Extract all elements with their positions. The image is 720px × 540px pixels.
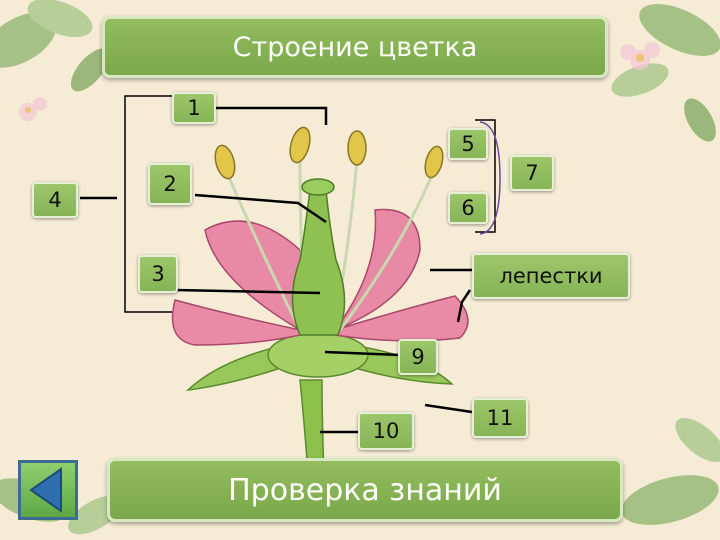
label-3: 3 xyxy=(138,255,178,293)
leader-lines xyxy=(80,106,482,434)
label-9: 9 xyxy=(398,339,438,375)
label-10: 10 xyxy=(358,412,414,450)
flower-illustration xyxy=(171,126,469,501)
back-button[interactable] xyxy=(18,460,78,520)
label-7: 7 xyxy=(510,155,554,191)
label-petals: лепестки xyxy=(472,253,630,299)
label-2: 2 xyxy=(148,163,192,205)
page-title: Строение цветка xyxy=(102,16,608,78)
label-1: 1 xyxy=(172,92,216,124)
check-knowledge-button[interactable]: Проверка знаний xyxy=(107,458,623,522)
label-6: 6 xyxy=(448,192,488,224)
triangle-left-icon xyxy=(29,467,62,513)
label-4: 4 xyxy=(32,182,78,218)
label-5: 5 xyxy=(448,128,488,160)
label-11: 11 xyxy=(472,398,528,438)
